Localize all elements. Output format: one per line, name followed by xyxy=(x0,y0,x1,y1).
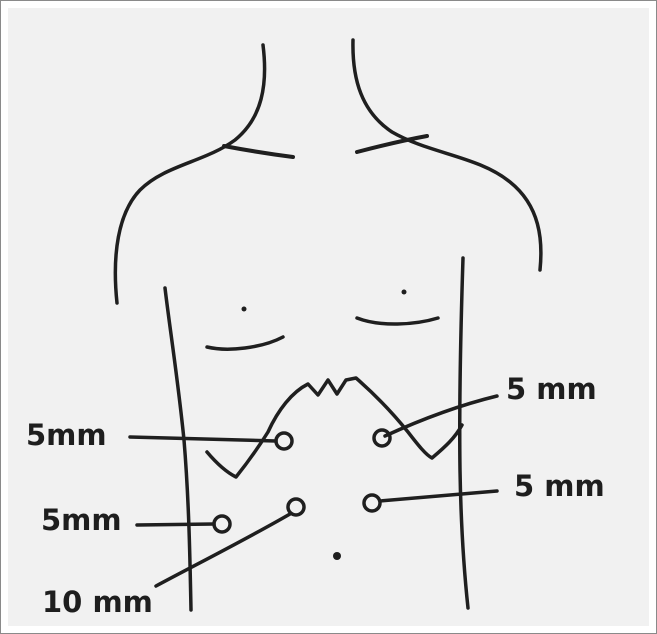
nipple-left xyxy=(242,307,247,312)
navel xyxy=(333,552,341,560)
port-left xyxy=(214,516,230,532)
neck-shoulder-left xyxy=(115,45,264,303)
label-upper-right: 5 mm xyxy=(506,375,597,404)
label-bottom-left: 10 mm xyxy=(42,588,153,617)
leader-middle-right xyxy=(380,491,497,501)
label-middle-right: 5 mm xyxy=(514,472,605,501)
label-upper-left: 5mm xyxy=(26,421,107,450)
port-upper-right xyxy=(374,430,390,446)
leader-lower-left xyxy=(137,524,214,525)
neck-shoulder-right xyxy=(353,40,541,270)
costal-margin xyxy=(207,378,462,477)
port-right xyxy=(364,495,380,511)
port-upper-left xyxy=(276,433,292,449)
leader-upper-right xyxy=(385,396,497,436)
label-lower-left: 5mm xyxy=(41,506,122,535)
collarbone-left xyxy=(224,146,293,157)
nipple-right xyxy=(402,290,407,295)
leader-upper-left xyxy=(130,437,276,441)
chest-line-right xyxy=(357,318,438,324)
torso-side-right xyxy=(460,258,468,608)
torso-side-left xyxy=(165,288,191,610)
chest-line-left xyxy=(207,337,283,349)
